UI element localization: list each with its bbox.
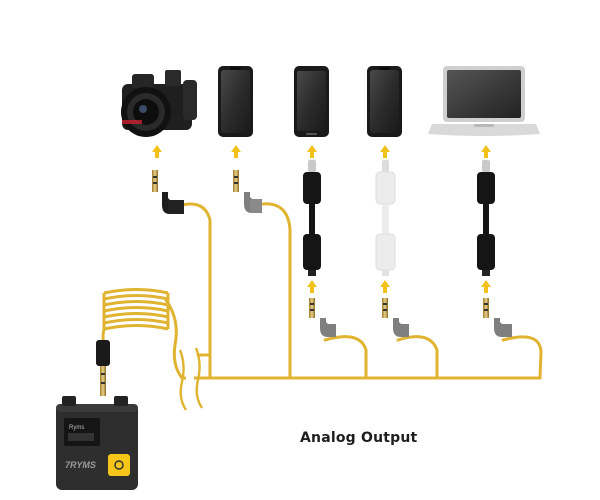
arrow-up-icon: [231, 145, 241, 158]
right-angle-trs-plug: [478, 298, 512, 337]
receiver-brand: 7RYMS: [65, 460, 96, 470]
arrow-up-icon: [152, 145, 162, 158]
cable-break-mark: [178, 347, 204, 411]
usb-c-adapter: [477, 160, 495, 276]
right-angle-trs-plug: [377, 298, 409, 337]
smartphone-2: [294, 66, 329, 137]
laptop: [428, 66, 540, 136]
arrow-up-icon: [380, 145, 390, 158]
arrow-up-icon: [307, 145, 317, 158]
dslr-camera: [121, 70, 197, 137]
arrow-up-icon: [481, 280, 491, 293]
right-angle-trs-plug: [228, 170, 262, 213]
arrow-up-icon: [481, 145, 491, 158]
smartphone-1: [218, 66, 253, 137]
straight-trs-plug: [96, 340, 110, 396]
right-angle-trs-plug: [304, 298, 336, 337]
break-gap: [186, 372, 194, 384]
usb-c-adapter: [303, 160, 321, 276]
diagram-caption: Analog Output: [300, 430, 418, 446]
right-angle-trs-plug: [148, 170, 184, 214]
wireless-receiver: Ryms 7RYMS: [56, 396, 138, 490]
lightning-adapter: [375, 160, 396, 276]
receiver-power-button[interactable]: [108, 454, 130, 476]
arrow-up-icon: [380, 280, 390, 293]
arrow-up-icon: [307, 280, 317, 293]
receiver-screen-label: Ryms: [69, 425, 84, 431]
smartphone-3: [367, 66, 402, 137]
coiled-cable: [102, 288, 170, 331]
